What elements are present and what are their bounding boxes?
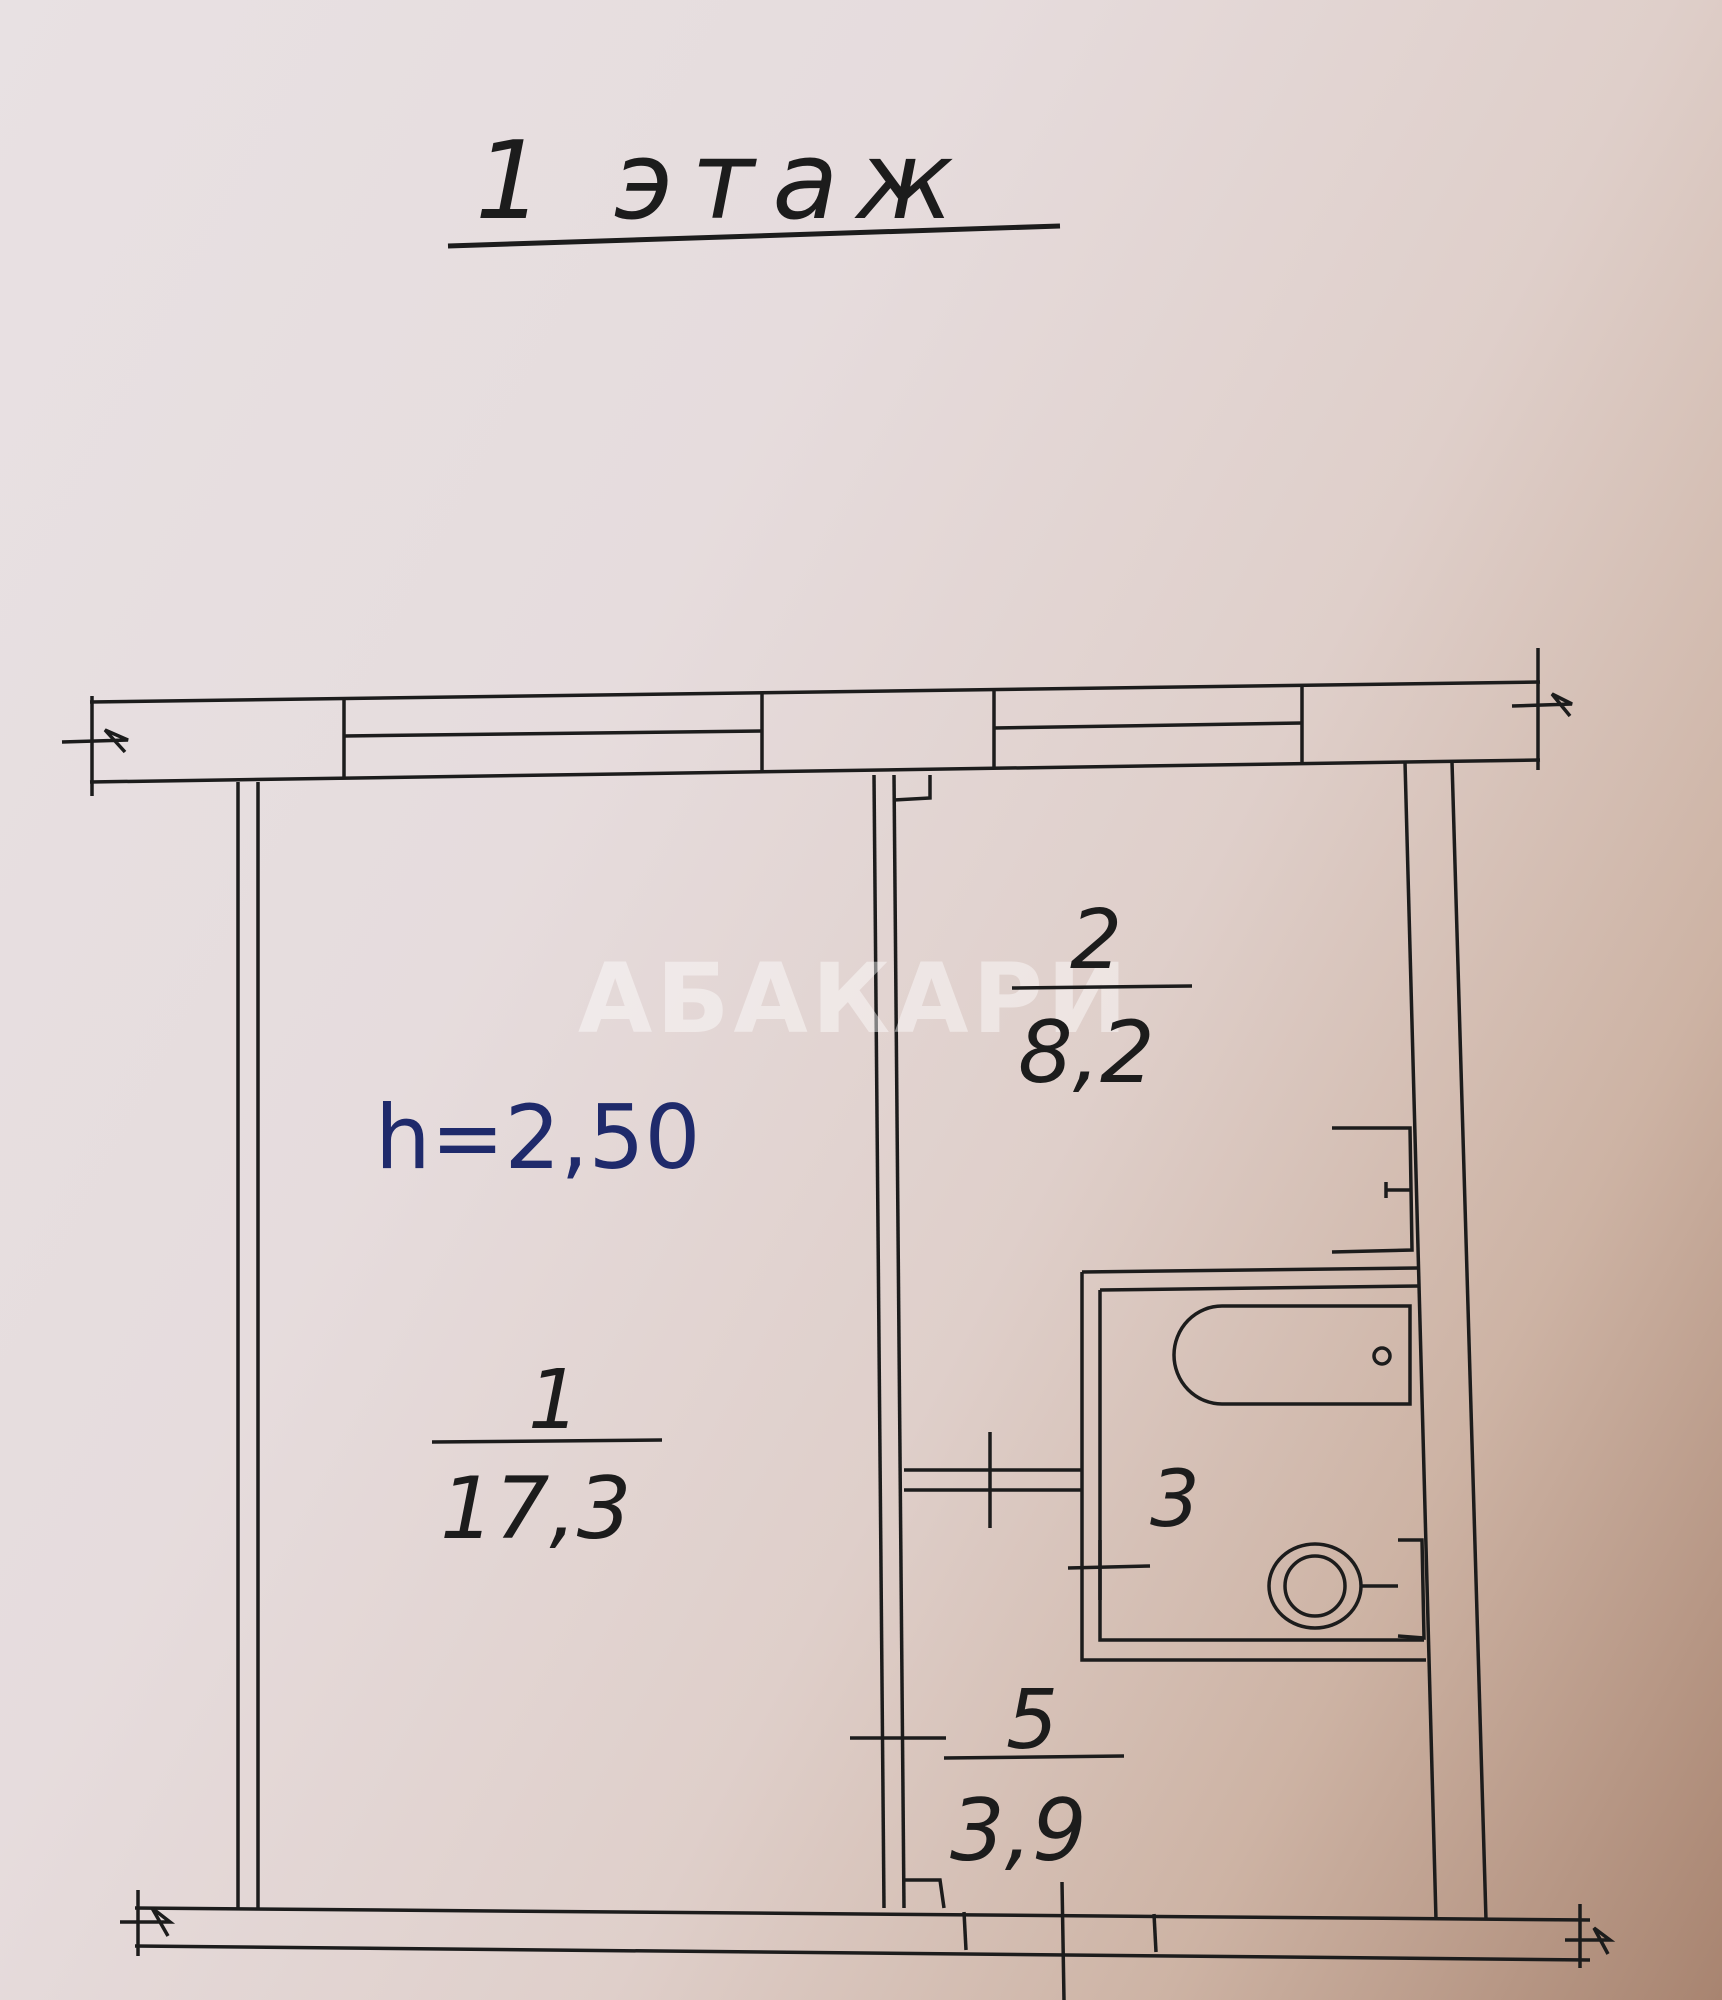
room-2-fraction-line xyxy=(1011,984,1193,990)
room-2-number: 2 xyxy=(1070,893,1122,988)
room-3-number: 3 xyxy=(1150,1455,1200,1545)
floor-title: 1 этаж xyxy=(475,119,972,244)
ceiling-height: h=2,50 xyxy=(375,1086,700,1189)
room-1-number: 1 xyxy=(528,1353,580,1448)
room-5-area: 3,9 xyxy=(950,1781,1087,1881)
room-2-area: 8,2 xyxy=(1018,1003,1155,1103)
room-1-area: 17,3 xyxy=(440,1459,631,1559)
title-underline xyxy=(447,223,1061,249)
room-5-number: 5 xyxy=(1006,1673,1058,1768)
room-1-fraction-line xyxy=(431,1438,663,1444)
watermark: АБАКАРИ xyxy=(578,943,1131,1055)
walls xyxy=(61,648,1616,2000)
room-5-fraction-line xyxy=(943,1754,1125,1760)
